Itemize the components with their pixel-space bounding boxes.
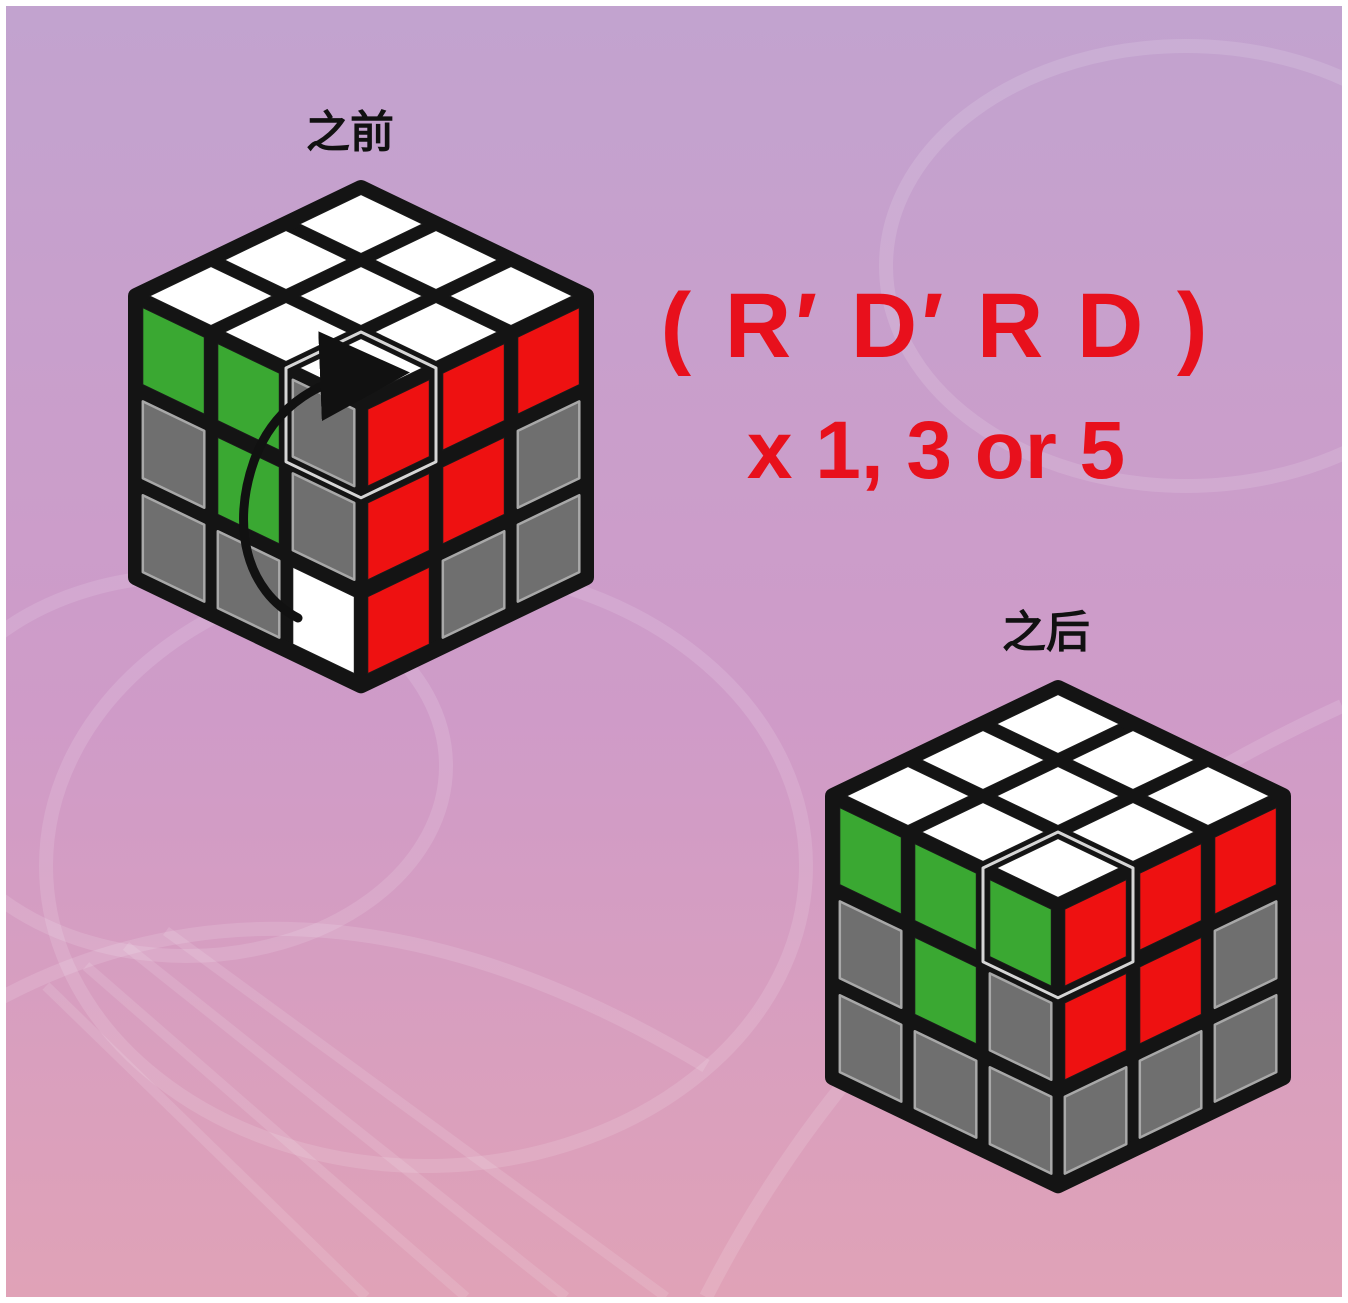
sticker-top-white [299,266,423,326]
sticker-top-white [224,230,348,290]
sticker-top-white [996,766,1120,826]
algorithm-repetitions: x 1, 3 or 5 [746,405,1126,496]
sticker-right-red [1139,936,1202,1045]
sticker-right-grey [1138,1029,1203,1139]
sticker-top-white [374,230,498,290]
sticker-front-green [914,843,977,951]
sticker-right-red [1214,807,1277,915]
sticker-top-white [224,302,348,362]
sticker-front-grey [141,493,206,603]
sticker-front-grey [988,972,1053,1082]
sticker-top-white [996,838,1120,898]
algorithm-moves: ( R′ D′ R D ) [660,275,1212,377]
sticker-front-grey [216,529,281,639]
sticker-front-grey [291,472,356,582]
sticker-top-white [846,766,970,826]
sticker-front-green [839,807,902,915]
sticker-top-white [921,802,1045,862]
turn-arrow-icon [239,331,410,623]
sticker-top-white [299,194,423,254]
sticker-top-white [149,266,273,326]
sticker-right-red [442,343,505,451]
sticker-front-grey [913,1029,978,1139]
background [6,6,1342,1297]
sticker-front-green [989,879,1052,987]
sticker-front-grey [988,1065,1053,1175]
sticker-right-red [1139,843,1202,951]
sticker-top-white [1146,766,1270,826]
sticker-front-grey [838,900,903,1010]
highlight-outline [981,830,1135,1000]
sticker-right-grey [516,493,581,603]
sticker-top-white [449,266,573,326]
sticker-right-red [442,436,505,545]
sticker-right-red [367,472,430,581]
diagram-canvas: 之前 之后 ( R′ D′ R D ) x 1, 3 or 5 [6,6,1342,1297]
sticker-top-white [1071,802,1195,862]
sticker-right-grey [516,400,581,510]
sticker-right-red [367,566,430,675]
sticker-top-white [1071,730,1195,790]
sticker-front-grey [141,400,206,510]
sticker-right-red [517,307,580,415]
sticker-top-white [996,694,1120,754]
sticker-top-white [921,730,1045,790]
sticker-right-grey [1063,1065,1128,1175]
sticker-right-red [1064,879,1127,987]
sticker-right-grey [1213,993,1278,1103]
after-label: 之后 [1002,607,1090,658]
sticker-right-grey [441,529,506,639]
sticker-right-red [1064,972,1127,1081]
cube-after [825,680,1291,1194]
sticker-front-grey [838,993,903,1103]
sticker-front-green [142,307,205,415]
sticker-front-green [914,936,977,1045]
sticker-front-green [217,343,280,451]
sticker-right-grey [1213,900,1278,1010]
before-label: 之前 [306,107,394,158]
